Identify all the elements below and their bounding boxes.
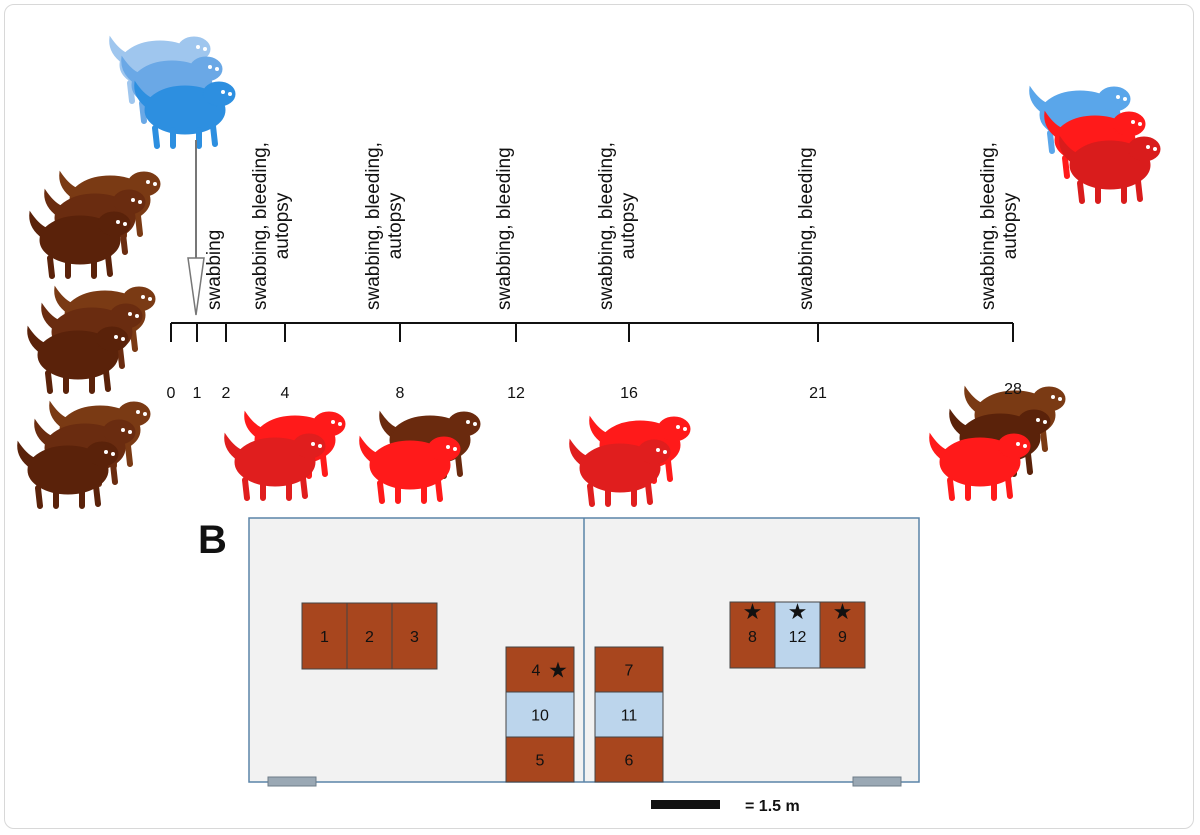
cage-1: 1 [301, 602, 348, 670]
tick-label-1: 1 [193, 385, 202, 402]
cage-label: 12 [789, 629, 807, 646]
star-icon: ★ [788, 600, 808, 625]
figure-frame [4, 4, 1194, 829]
procedure-label-day-4: swabbing, bleeding,autopsy [250, 142, 293, 310]
procedure-label-day-2: swabbing [204, 230, 225, 310]
star-icon: ★ [743, 600, 763, 625]
cage-label: 3 [410, 629, 419, 646]
cage-9: 9★ [819, 600, 866, 669]
procedure-line: swabbing, bleeding, [596, 142, 617, 310]
tick-label-8: 8 [396, 385, 405, 402]
scale-bar-label: = 1.5 m [745, 798, 800, 815]
cage-label: 11 [621, 708, 638, 725]
ferret-group-day16 [570, 417, 690, 504]
star-icon: ★ [833, 600, 853, 625]
panel-label-b: B [198, 518, 227, 562]
ferret-group-day28-right [1030, 87, 1160, 201]
procedure-line: autopsy [1000, 192, 1021, 259]
cage-7: 7 [594, 646, 664, 693]
cage-label: 5 [536, 753, 545, 770]
scale-bar: = 1.5 m [651, 798, 800, 815]
tick-label-21: 21 [809, 385, 827, 402]
procedure-line: swabbing [204, 230, 225, 310]
procedure-line: swabbing, bleeding, [250, 142, 271, 310]
cage-3: 3 [391, 602, 438, 670]
cage-6: 6 [594, 736, 664, 783]
procedure-line: autopsy [385, 192, 406, 259]
cage-5: 5 [505, 736, 575, 783]
cage-label: 1 [320, 629, 329, 646]
cage-label: 6 [625, 753, 634, 770]
procedure-line: swabbing, bleeding [796, 147, 817, 310]
scale-bar-line [651, 800, 720, 809]
cage-label: 2 [365, 629, 374, 646]
door-left [267, 776, 317, 787]
ferret-group-day4 [225, 412, 345, 498]
cage-label: 7 [625, 663, 634, 680]
cage-2: 2 [346, 602, 393, 670]
procedure-line: swabbing, bleeding, [363, 142, 384, 310]
cage-10: 10 [505, 691, 575, 738]
ferret-group-contact-left [18, 172, 160, 506]
procedure-line: autopsy [272, 192, 293, 259]
procedure-line: swabbing, bleeding [494, 147, 515, 310]
cage-12: 12 ★ [774, 600, 821, 669]
procedure-label-day-12: swabbing, bleeding [494, 147, 515, 310]
cage-11: 11 [594, 691, 664, 738]
tick-label-0: 0 [167, 385, 176, 402]
procedure-label-day-16: swabbing, bleeding,autopsy [596, 142, 639, 310]
procedure-line: swabbing, bleeding, [978, 142, 999, 310]
cage-label: 8 [748, 629, 757, 646]
tick-label-16: 16 [620, 385, 638, 402]
tick-label-28: 28 [1004, 381, 1022, 398]
cage-label: 10 [531, 708, 549, 725]
procedure-line: autopsy [618, 192, 639, 259]
procedure-label-day-28: swabbing, bleeding,autopsy [978, 142, 1021, 310]
cage-4: 4★ [505, 646, 575, 693]
tick-label-12: 12 [507, 385, 525, 402]
cage-label: 4 [532, 663, 541, 680]
cage-8: 8★ [729, 600, 776, 669]
ferret-group-infected-blue [110, 37, 235, 146]
tick-label-4: 4 [281, 385, 290, 402]
cage-label: 9 [838, 629, 847, 646]
procedure-label-day-8: swabbing, bleeding,autopsy [363, 142, 406, 310]
door-right [852, 776, 902, 787]
star-icon: ★ [548, 659, 568, 684]
procedure-label-day-21: swabbing, bleeding [796, 147, 817, 310]
inoculation-arrow [187, 140, 205, 316]
ferret-group-day28 [930, 387, 1065, 498]
ferret-group-day8 [360, 412, 480, 501]
tick-label-2: 2 [222, 385, 231, 402]
